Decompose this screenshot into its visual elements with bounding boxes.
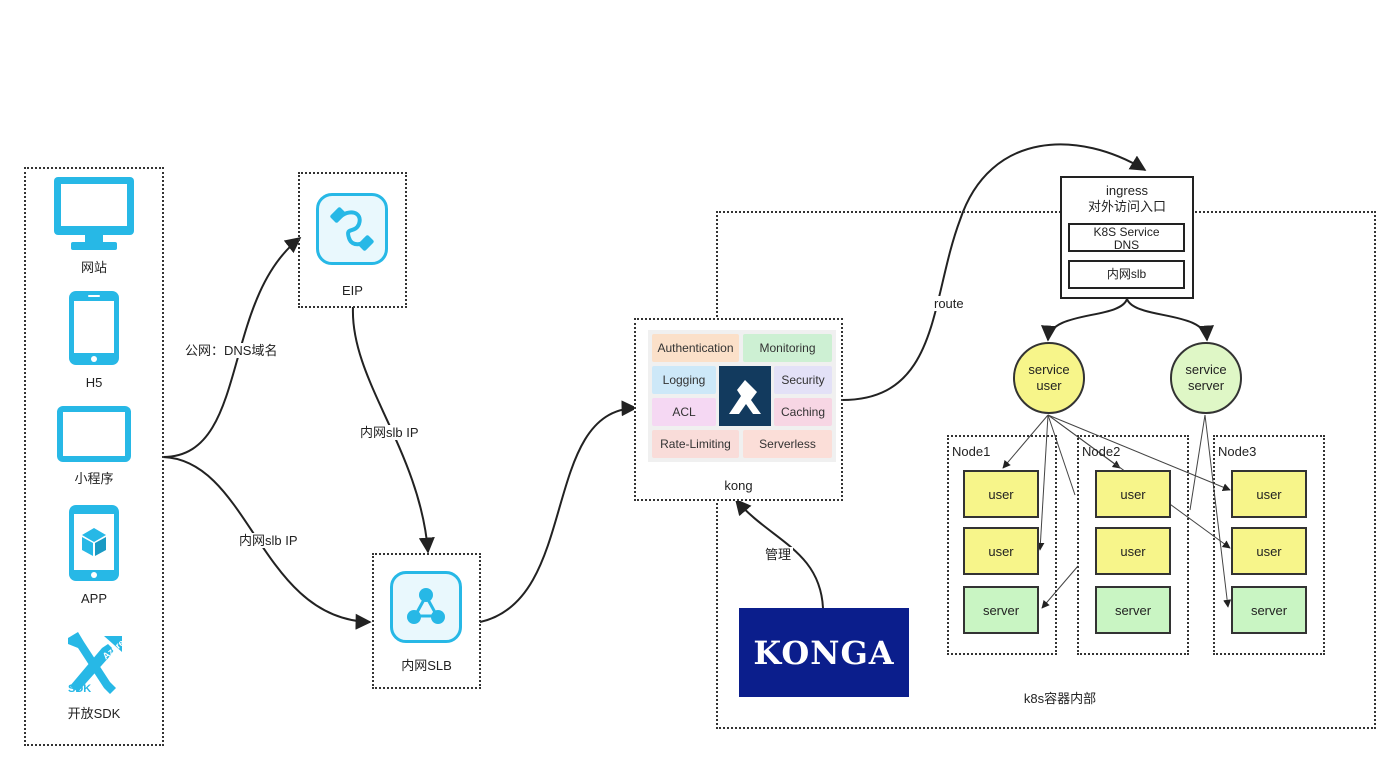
node2-pod-server: server [1095,586,1171,634]
plug-icon [316,193,388,265]
node1-pod-user-2: user [963,527,1039,575]
edge-ingress-to-service-user [1041,298,1128,342]
sdk-tools-icon: SDK Azure [68,632,126,695]
k8s-label: k8s容器内部 [1023,691,1097,706]
plugin-acl: ACL [652,398,716,426]
client-label-miniprogram: 小程序 [74,471,114,486]
plugin-rate-limiting: Rate-Limiting [652,430,739,458]
network-share-icon [390,571,462,643]
k8s-service-dns-box: K8S Service DNS [1068,223,1185,252]
node1-box [947,435,1057,655]
edge-label-slb-ip-bottom: 内网slb IP [237,533,300,548]
k8s-service-line2: DNS [1113,238,1140,252]
plugin-caching: Caching [774,398,832,426]
ingress-slb-label: 内网slb [1106,267,1147,281]
node2-pod-user-2: user [1095,527,1171,575]
edge-label-manage: 管理 [763,547,794,562]
node3-label: Node3 [1218,444,1257,459]
node1-pod-server: server [963,586,1039,634]
ingress-title-line2: 对外访问入口 [1087,199,1166,214]
ingress-title-line1: ingress [1106,183,1148,198]
node3-pod-server: server [1231,586,1307,634]
kong-label: kong [724,478,753,493]
node2-box [1077,435,1189,655]
node3-pod-user-1: user [1231,470,1307,518]
node2-label: Node2 [1082,444,1121,459]
plugin-monitoring: Monitoring [743,334,832,362]
edge-clients-to-eip [162,237,302,458]
client-label-sdk: 开放SDK [67,706,121,721]
plugin-serverless: Serverless [743,430,832,458]
client-label-h5: H5 [85,375,103,390]
edge-kong-to-ingress [841,143,1147,401]
phone-icon [69,291,119,365]
plugin-security: Security [774,366,832,394]
svg-text:SDK: SDK [68,683,91,695]
node3-box [1213,435,1325,655]
node1-label: Node1 [952,444,991,459]
konga-logo: KONGA [739,608,909,697]
edge-ingress-to-service-server [1126,298,1214,342]
plugin-logging: Logging [652,366,716,394]
node2-pod-user-1: user [1095,470,1171,518]
edge-label-public-dns: 公网：DNS域名 [183,343,280,358]
client-label-app: APP [80,591,107,606]
eip-label: EIP [342,283,363,298]
edge-label-slb-ip-top: 内网slb IP [358,425,421,440]
client-label-web: 网站 [80,260,107,275]
konga-logo-text: KONGA [753,633,895,672]
eip-box [298,172,407,308]
service-server-line2: server [1187,378,1225,393]
plugin-authentication: Authentication [652,334,739,362]
edge-label-route: route [932,296,966,311]
slb-label: 内网SLB [401,658,452,673]
slb-box [372,553,481,689]
tablet-icon [57,406,131,462]
service-server-line1: service [1185,362,1227,377]
k8s-service-line1: K8S Service [1093,225,1160,239]
app-cube-icon [69,505,119,581]
service-user-line1: service [1028,362,1070,377]
clients-group [24,167,164,746]
ingress-slb-box: 内网slb [1068,260,1185,289]
node1-pod-user-1: user [963,470,1039,518]
node3-pod-user-2: user [1231,527,1307,575]
edge-eip-to-slb [351,306,435,554]
kong-logo-icon [719,366,771,426]
service-user-line2: user [1036,378,1062,393]
monitor-icon [54,177,134,250]
edge-slb-to-kong [479,400,638,623]
